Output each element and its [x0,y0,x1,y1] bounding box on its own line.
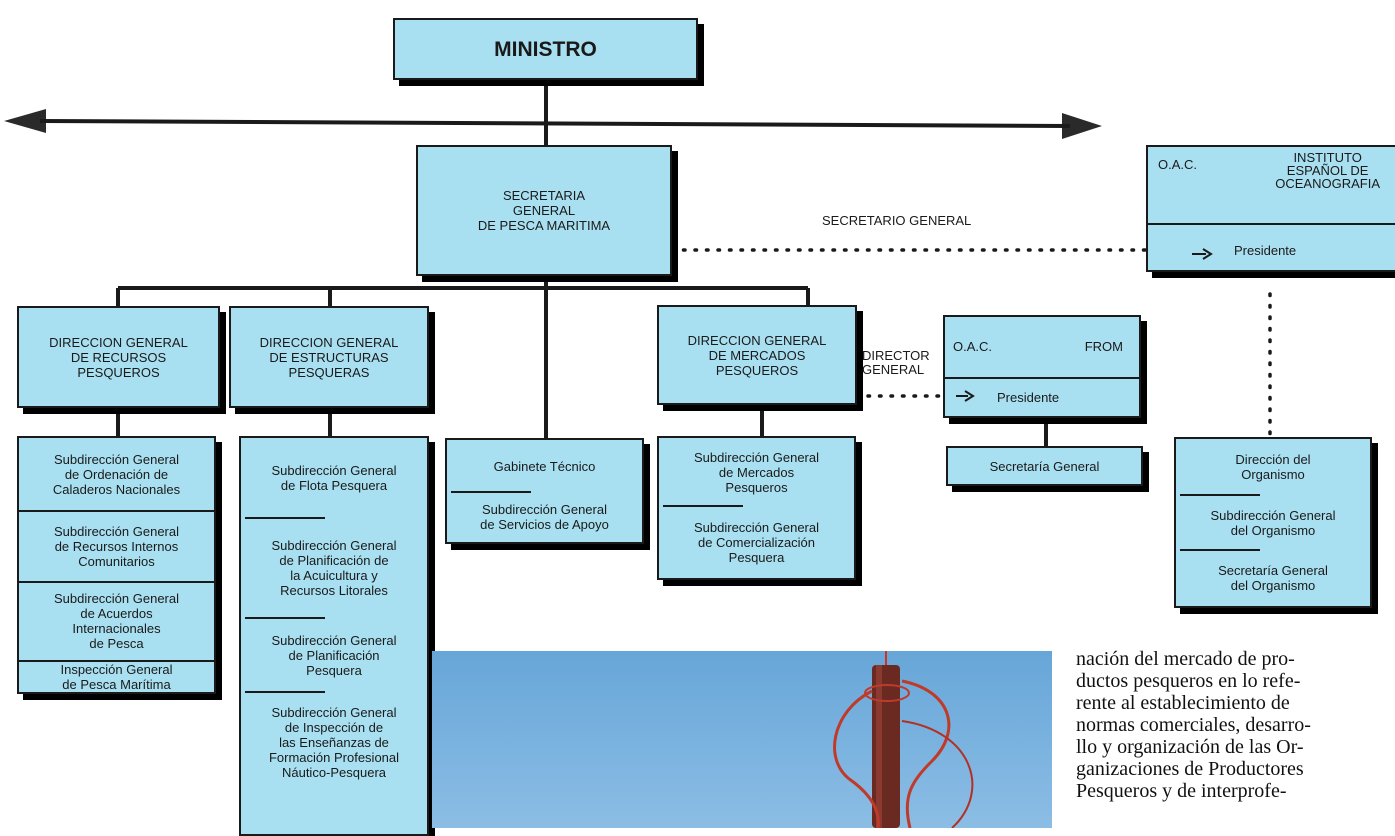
body-text-line: llo y organización de las Or- [1076,736,1304,758]
ieo-unit: Dirección del Organismo [1235,451,1311,482]
buoy-photo [432,651,1052,828]
from-name-label: FROM [1084,339,1123,354]
body-text-line: ganizaciones de Productores [1076,758,1304,780]
left-arrowhead [4,109,46,133]
recursos-units-box: Subdirección General de Ordenación de Ca… [17,436,216,694]
director-general-label: DIRECTOR GENERAL [862,348,930,377]
recursos-unit: Subdirección General de Acuerdos Interna… [19,580,214,660]
buoy-illustration [833,651,974,828]
right-arrowhead [1062,113,1102,139]
from-arrow-icon [956,390,975,402]
recursos-unit: Inspección General de Pesca Marítima [19,660,214,692]
gabinete-unit: Subdirección General de Servicios de Apo… [447,491,642,542]
from-presidente-label: Presidente [997,390,1060,405]
gabinete-unit: Gabinete Técnico [493,458,596,474]
gabinete-box: Gabinete Técnico Subdirección General de… [445,438,644,544]
dg-estructuras-pesqueras-label: DIRECCION GENERAL DE ESTRUCTURAS PESQUER… [259,334,399,380]
body-text-line: rente al establecimiento de [1076,692,1290,714]
ieo-arrow-icon [1192,248,1213,260]
body-text-line: nación del mercado de pro- [1076,648,1295,670]
ieo-name-label: INSTITUTO ESPAÑOL DE OCEANOGRAFIA [1275,150,1380,191]
ieo-units-box: Dirección del Organismo Subdirección Gen… [1174,437,1372,608]
from-oac-label: O.A.C. [953,339,993,354]
from-secretaria-box: Secretaría General [946,446,1143,486]
from-secretaria-label: Secretaría General [989,458,1100,474]
ieo-presidente-label: Presidente [1234,243,1297,258]
ieo-unit: Subdirección General del Organismo [1176,493,1370,551]
estructuras-unit: Subdirección General de Inspección de la… [241,691,427,792]
dg-mercados-pesqueros-box: DIRECCION GENERAL DE MERCADOS PESQUEROS [657,305,857,405]
ministro-label: MINISTRO [494,37,597,61]
estructuras-unit: Subdirección General de Flota Pesquera [271,463,397,493]
estructuras-unit: Subdirección General de Planificación Pe… [241,617,427,692]
ieo-oac-label: O.A.C. [1158,157,1198,172]
dg-mercados-pesqueros-label: DIRECCION GENERAL DE MERCADOS PESQUEROS [687,332,827,378]
ieo-unit: Secretaría General del Organismo [1176,549,1370,606]
dg-recursos-pesqueros-label: DIRECCION GENERAL DE RECURSOS PESQUEROS [49,334,188,380]
mercados-units-box: Subdirección General de Mercados Pesquer… [657,436,856,580]
recursos-unit: Subdirección General de Recursos Interno… [19,510,214,580]
secretario-general-label: SECRETARIO GENERAL [822,213,972,228]
secretaria-general-box: SECRETARIA GENERAL DE PESCA MARITIMA [416,145,672,276]
estructuras-units-box: Subdirección General de Flota Pesquera S… [239,436,429,836]
body-text-line: normas comerciales, desarro- [1076,714,1311,736]
estructuras-unit: Subdirección General de Planificación de… [241,517,427,618]
body-text-line: ductos pesqueros en lo refe- [1076,670,1301,692]
dg-estructuras-pesqueras-box: DIRECCION GENERAL DE ESTRUCTURAS PESQUER… [229,306,429,408]
mercados-unit: Subdirección General de Mercados Pesquer… [693,449,820,495]
recursos-unit: Subdirección General de Ordenación de Ca… [52,451,181,497]
body-text-line: Pesqueros y de interprofe- [1076,780,1287,802]
ieo-box: O.A.C. INSTITUTO ESPAÑOL DE OCEANOGRAFIA… [1146,145,1395,272]
from-box: O.A.C. FROM Presidente [943,315,1141,418]
mercados-unit: Subdirección General de Comercialización… [659,505,854,578]
ministro-box: MINISTRO [393,18,698,80]
dg-recursos-pesqueros-box: DIRECCION GENERAL DE RECURSOS PESQUEROS [17,306,220,408]
body-text: nación del mercado de pro- ductos pesque… [1076,648,1395,802]
secretaria-general-label: SECRETARIA GENERAL DE PESCA MARITIMA [477,188,611,233]
